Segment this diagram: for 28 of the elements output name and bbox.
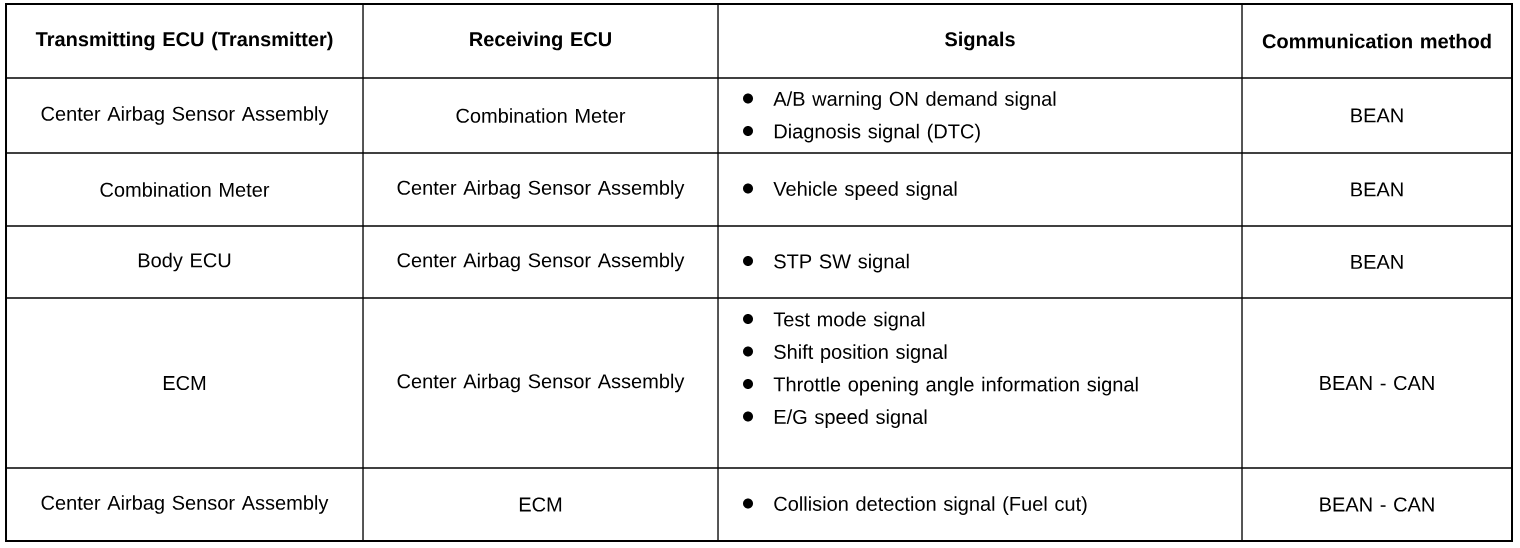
cell-text: BEAN	[1351, 255, 1403, 269]
cell-text: BEAN	[1351, 108, 1403, 123]
cell-text: Center Airbag Sensor Assembly	[41, 495, 329, 514]
signal-item: Shift position signal	[774, 344, 947, 363]
cell-text: ECM	[163, 375, 206, 391]
signal-item: Test mode signal	[773, 311, 925, 331]
cell-text: ECM	[519, 497, 562, 512]
cell-text: BEAN - CAN	[1320, 375, 1434, 391]
cell-text: Center Airbag Sensor Assembly	[397, 252, 685, 272]
signal-item: Throttle opening angle information signal	[773, 376, 1138, 396]
cell-text: Body ECU	[138, 252, 231, 272]
cell-text: Combination Meter	[100, 182, 270, 197]
cell-text: Center Airbag Sensor Assembly	[397, 373, 685, 393]
cell-text: Center Airbag Sensor Assembly	[397, 180, 685, 199]
cell-text: BEAN	[1351, 182, 1403, 197]
signal-item: Collision detection signal (Fuel cut)	[774, 496, 1087, 515]
signal-item: STP SW signal	[774, 253, 909, 273]
cell-text: Combination Meter	[456, 108, 626, 123]
column-header: Transmitting ECU (Transmitter)	[35, 31, 333, 51]
signal-item: E/G speed signal	[774, 409, 927, 428]
signal-item: Vehicle speed signal	[773, 181, 957, 200]
signal-item: A/B warning ON demand signal	[773, 91, 1056, 110]
column-header: Signals	[945, 31, 1015, 51]
cell-text: Center Airbag Sensor Assembly	[41, 106, 329, 125]
signal-item: Diagnosis signal (DTC)	[774, 123, 980, 143]
cell-text: BEAN - CAN	[1320, 497, 1434, 512]
column-header: Communication method	[1262, 33, 1491, 49]
column-header: Receiving ECU	[470, 31, 611, 51]
